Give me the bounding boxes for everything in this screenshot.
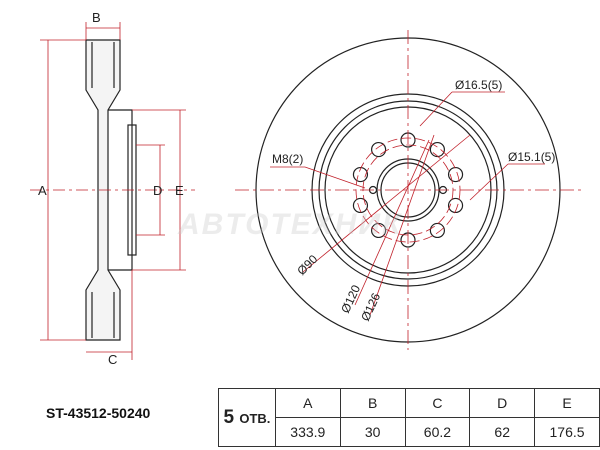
dimensions-table: 5 ОТВ. A B C D E 333.9 30 60.2 62 176.5 — [218, 388, 600, 447]
front-dimensions — [235, 30, 585, 350]
label-hole-15-1: Ø15.1(5) — [508, 150, 556, 164]
label-d: D — [153, 183, 163, 198]
holes-cell: 5 ОТВ. — [218, 388, 276, 447]
header-b: B — [339, 388, 406, 418]
header-a: A — [274, 388, 341, 418]
label-hole-16-5: Ø16.5(5) — [455, 78, 503, 92]
label-c: C — [108, 352, 118, 367]
stud-hole — [371, 141, 387, 158]
header-d: D — [469, 388, 536, 418]
value-a: 333.9 — [274, 417, 341, 447]
part-number: ST-43512-50240 — [46, 405, 151, 421]
watermark: ABTOTEXНИК — [178, 208, 403, 241]
bolt-hole — [352, 166, 369, 183]
label-e: E — [175, 183, 184, 198]
value-e: 176.5 — [534, 417, 600, 447]
label-b: B — [92, 10, 101, 25]
value-b: 30 — [339, 417, 406, 447]
stud-hole — [352, 197, 369, 214]
bolt-hole — [429, 222, 445, 239]
stud-hole — [447, 197, 464, 214]
bolt-hole — [371, 222, 387, 239]
side-dimensions — [30, 22, 195, 360]
label-m8: M8(2) — [272, 152, 304, 166]
value-d: 62 — [469, 417, 536, 447]
label-a: A — [38, 183, 47, 198]
value-c: 60.2 — [404, 417, 471, 447]
stud-hole — [429, 141, 445, 158]
header-e: E — [534, 388, 600, 418]
bolt-hole — [447, 166, 464, 183]
header-c: C — [404, 388, 471, 418]
